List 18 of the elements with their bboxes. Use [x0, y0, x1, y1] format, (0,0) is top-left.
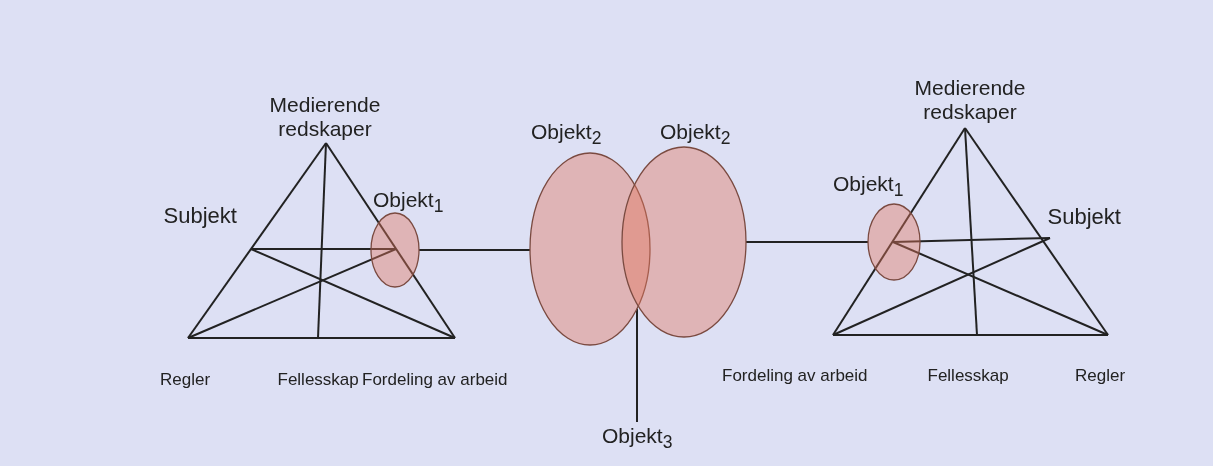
connector-line — [636, 307, 638, 423]
object-label: Objekt$_{2}$ — [531, 120, 602, 149]
corner-label: Subjekt — [1047, 204, 1121, 230]
object-label: Objekt$_{1}$ — [833, 172, 904, 201]
corner-label: Fellesskap — [277, 370, 359, 390]
corner-label: Fordeling av arbeid — [722, 366, 868, 386]
object-label: Objekt$_{3}$ — [602, 424, 673, 453]
corner-label: Medierende redskaper — [268, 93, 382, 142]
connector-line — [418, 249, 531, 251]
corner-label: Regler — [160, 370, 211, 390]
corner-label: Medierende redskaper — [913, 76, 1027, 125]
corner-label: Fellesskap — [927, 366, 1009, 386]
object-label: Objekt$_{1}$ — [373, 188, 444, 217]
object-label: Objekt$_{2}$ — [660, 120, 731, 149]
corner-label: Fordeling av arbeid — [362, 370, 508, 390]
corner-label: Subjekt — [163, 203, 237, 229]
connector-line — [745, 241, 869, 243]
corner-label: Regler — [1075, 366, 1126, 386]
